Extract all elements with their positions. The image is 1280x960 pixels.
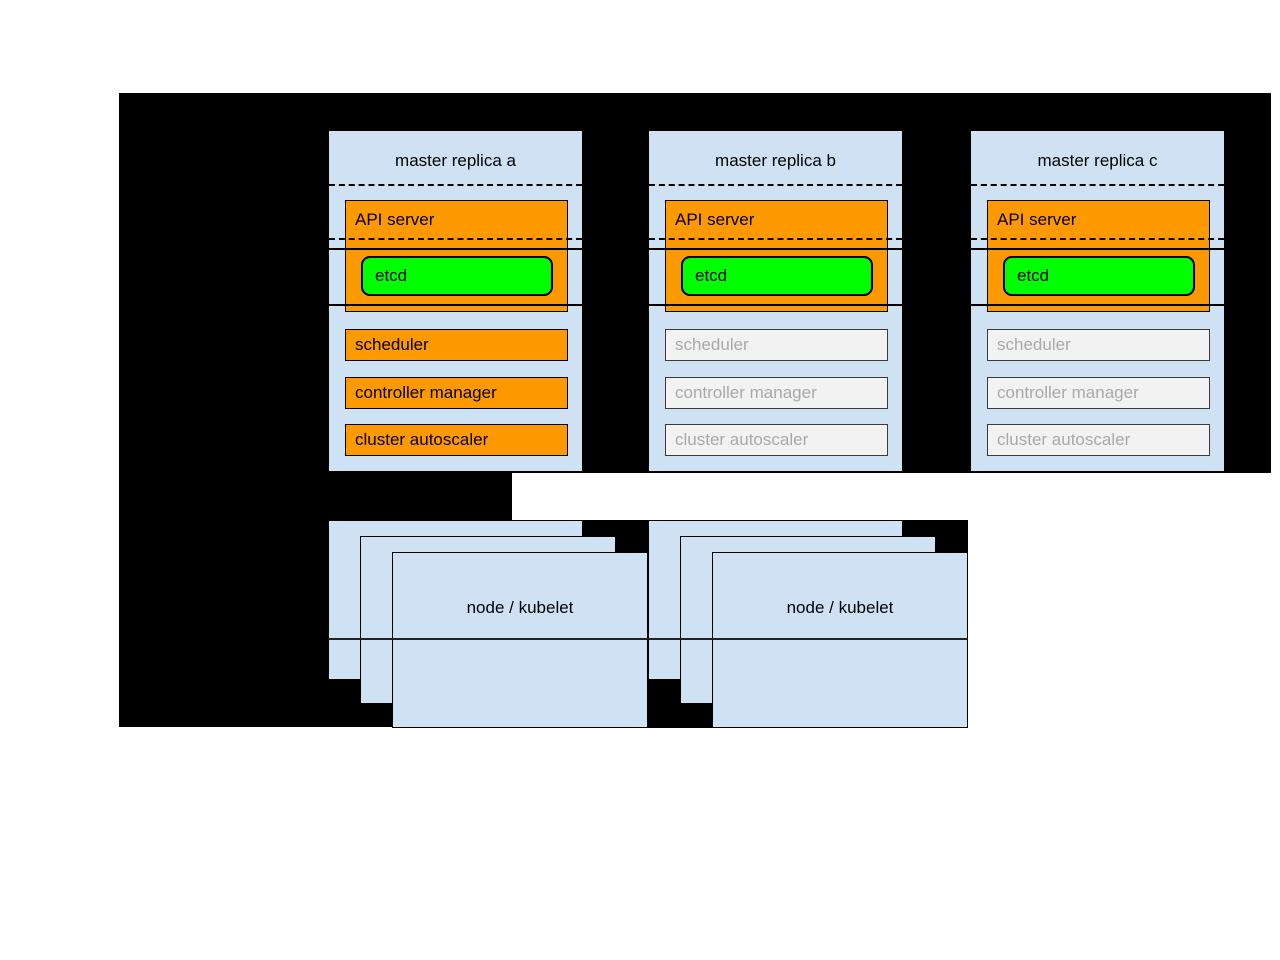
cluster-autoscaler-row: cluster autoscaler	[665, 424, 888, 456]
api-server-label: API server	[355, 210, 435, 229]
controller-manager-row: controller manager	[665, 377, 888, 409]
cluster-autoscaler-row: cluster autoscaler	[987, 424, 1210, 456]
api-dashed-line	[649, 238, 902, 240]
api-server-label: API server	[997, 210, 1077, 229]
etcd-top-line	[329, 248, 582, 250]
cluster-autoscaler-label: cluster autoscaler	[355, 430, 489, 449]
etcd-box: etcd	[681, 256, 873, 296]
etcd-top-line	[971, 248, 1224, 250]
master-title: master replica a	[395, 151, 516, 170]
etcd-bottom-line	[649, 304, 902, 306]
etcd-box: etcd	[1003, 256, 1195, 296]
cluster-autoscaler-label: cluster autoscaler	[675, 430, 809, 449]
title-divider-dashed-line	[971, 184, 1224, 186]
controller-manager-row: controller manager	[345, 377, 568, 409]
controller-manager-row: controller manager	[987, 377, 1210, 409]
etcd-bottom-line	[329, 304, 582, 306]
title-divider-dashed-line	[329, 184, 582, 186]
scheduler-row: scheduler	[987, 329, 1210, 361]
master-replica-a-box: master replica a API server etcd schedul…	[328, 130, 583, 472]
etcd-top-line	[649, 248, 902, 250]
etcd-box: etcd	[361, 256, 553, 296]
controller-manager-label: controller manager	[675, 383, 817, 402]
scheduler-label: scheduler	[355, 335, 429, 354]
node-kubelet-label: node / kubelet	[786, 598, 894, 617]
api-dashed-line	[971, 238, 1224, 240]
node-kubelet-label: node / kubelet	[466, 598, 574, 617]
etcd-bottom-line	[971, 304, 1224, 306]
scheduler-row: scheduler	[665, 329, 888, 361]
scheduler-row: scheduler	[345, 329, 568, 361]
title-divider-dashed-line	[649, 184, 902, 186]
master-replica-c-box: master replica c API server etcd schedul…	[970, 130, 1225, 472]
controller-manager-label: controller manager	[355, 383, 497, 402]
master-replica-b-box: master replica b API server etcd schedul…	[648, 130, 903, 472]
cluster-autoscaler-label: cluster autoscaler	[997, 430, 1131, 449]
api-server-label: API server	[675, 210, 755, 229]
master-title: master replica c	[1037, 151, 1158, 170]
node-stack-1-front-box: node / kubelet	[392, 552, 648, 728]
scheduler-label: scheduler	[997, 335, 1071, 354]
cluster-autoscaler-row: cluster autoscaler	[345, 424, 568, 456]
controller-manager-label: controller manager	[997, 383, 1139, 402]
scheduler-label: scheduler	[675, 335, 749, 354]
master-title: master replica b	[715, 151, 836, 170]
api-dashed-line	[329, 238, 582, 240]
node-connector-line	[328, 638, 968, 640]
node-stack-2-front-box: node / kubelet	[712, 552, 968, 728]
